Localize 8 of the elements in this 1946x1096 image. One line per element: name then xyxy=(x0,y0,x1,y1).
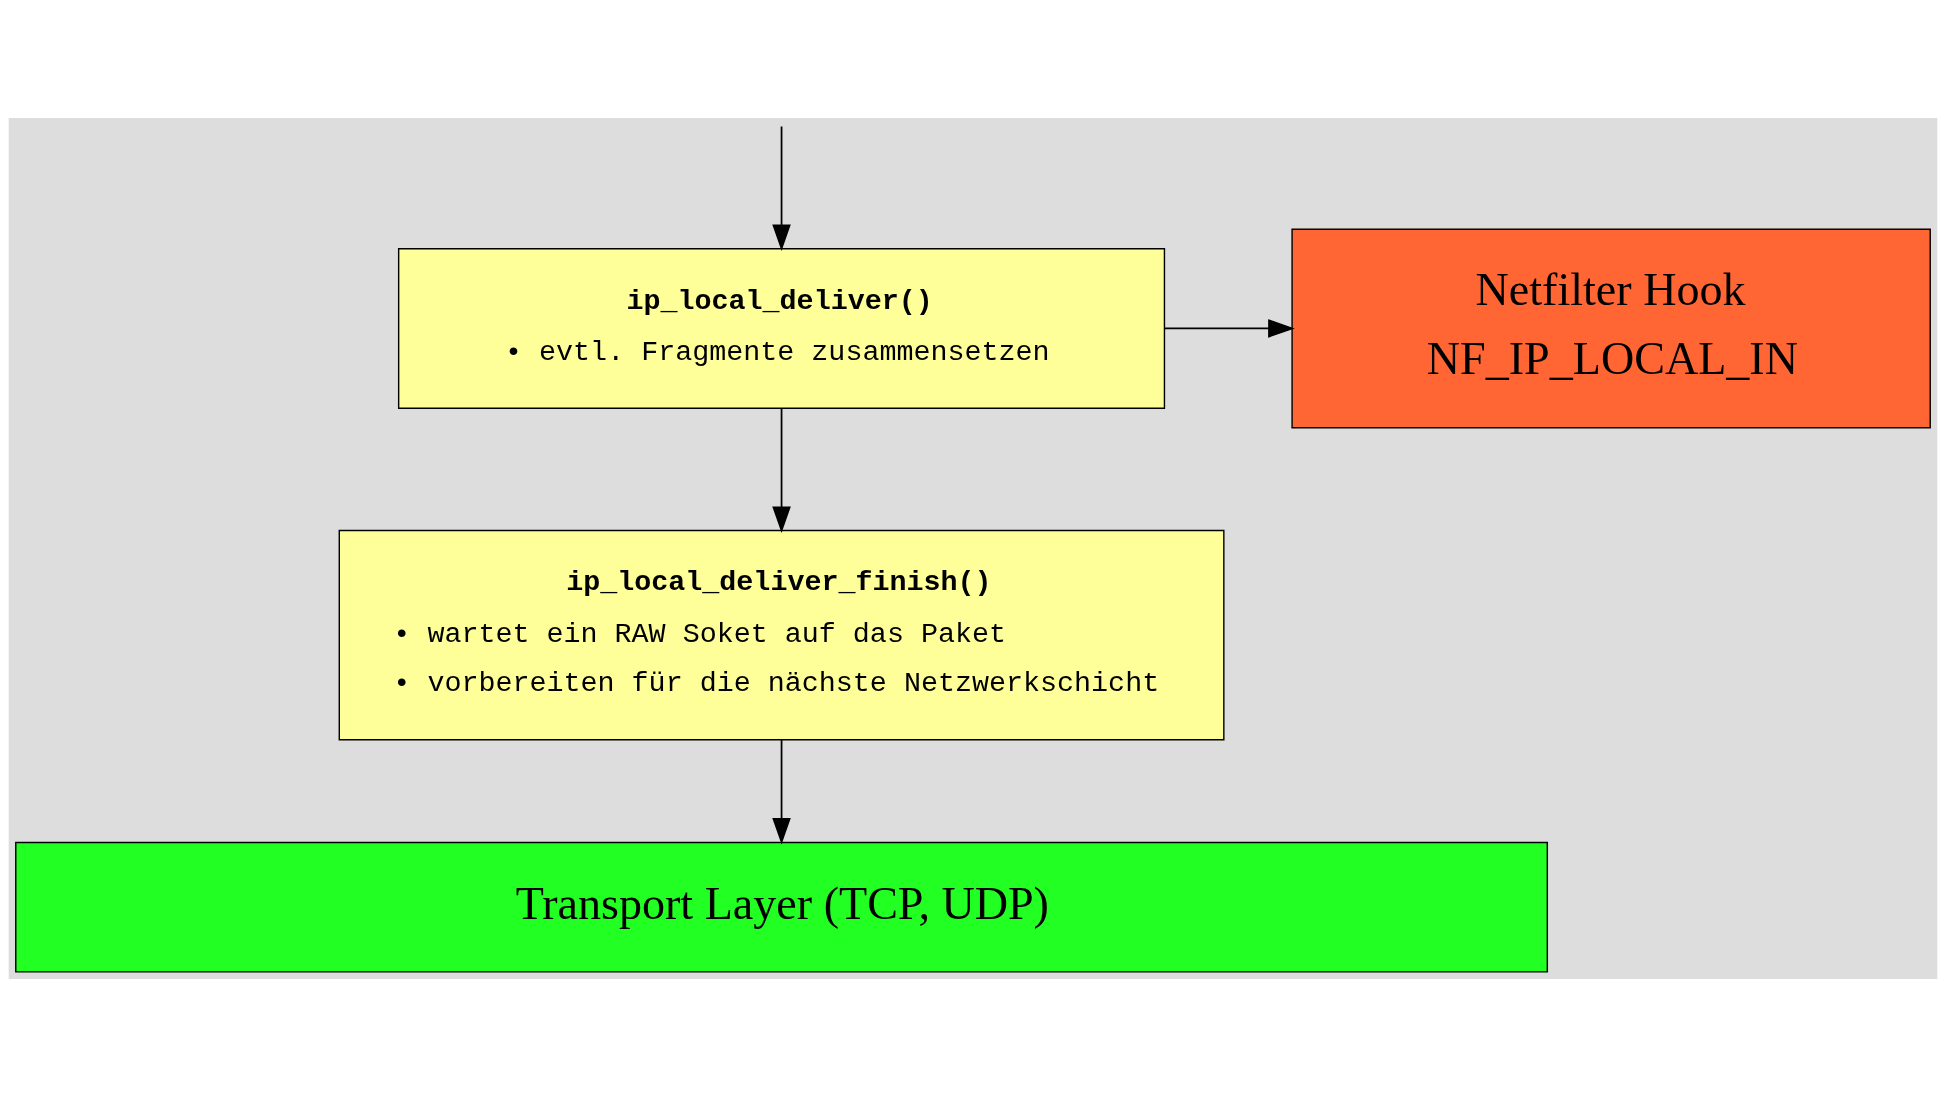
node-box: ip_local_deliver() • evtl. Fragmente zusammensetzen xyxy=(397,247,1166,409)
node-box: Netfilter Hook NF_IP_LOCAL_IN xyxy=(1291,227,1931,428)
node-box: Transport Layer (TCP, UDP) xyxy=(15,841,1549,973)
node-box: ip_local_deliver_finish() • wartet ein RAW Soket auf das Paket • vorbereiten für die nächste Netzwerkschicht xyxy=(338,529,1225,740)
arrow xyxy=(772,125,791,251)
arrow xyxy=(772,406,791,533)
arrow xyxy=(1163,318,1295,338)
arrow xyxy=(772,738,791,845)
